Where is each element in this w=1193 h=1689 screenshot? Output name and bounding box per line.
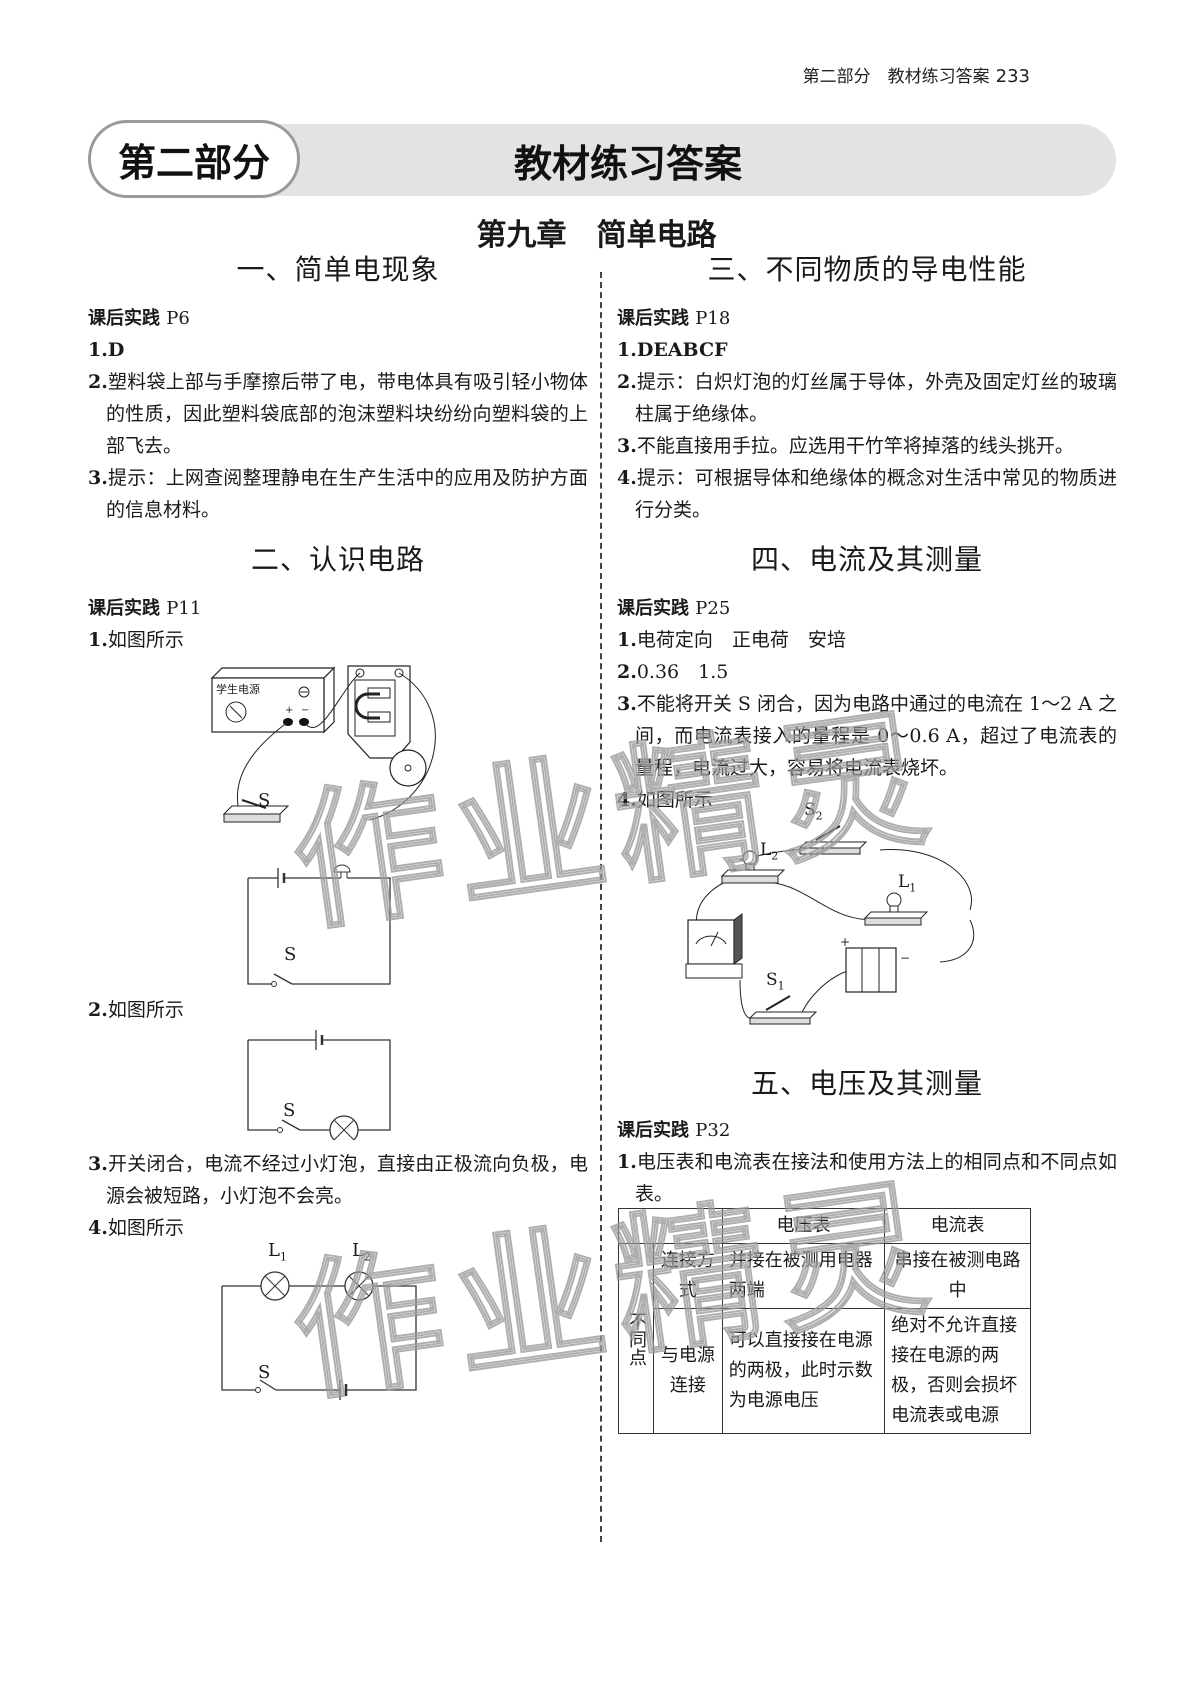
section-2-item-2: 2.如图所示 [88,994,588,1026]
header-ammeter: 电流表 [884,1208,1031,1244]
student-power-supply-icon [210,666,336,734]
section-current-measurement: 四、电流及其测量 [617,538,1117,578]
part-tag: 第二部分 [88,120,300,198]
switch-label: S [258,790,271,811]
table-row: 与电源连接 可以直接接在电源的两极，此时示数为电源电压 绝对不允许直接接在电源的… [619,1308,1031,1434]
section-title: 一、简单电现象 [236,253,440,286]
aspect-cell: 连接方式 [653,1243,723,1309]
ammeter-icon [685,913,743,979]
answer-item: 2.0.36 1.5 [617,661,729,683]
lamp-l1-icon [863,892,929,926]
switch-s1-label: S1 [766,970,785,993]
answer-item: 2.如图所示 [88,999,184,1021]
practice-heading: 课后实践 P32 [617,1120,731,1141]
ammeter-cell: 串接在被测电路中 [884,1243,1031,1309]
chapter-title: 第九章 简单电路 [476,218,717,253]
section-voltage-measurement: 五、电压及其测量 [617,1062,1117,1102]
answer-item: 1.电荷定向 正电荷 安培 [617,629,846,651]
answer-item: 1.D [88,339,125,361]
svg-text:+: + [285,705,293,716]
switch-label: S [284,944,297,965]
knife-switch-icon [222,799,290,823]
switch-s2-icon [798,825,868,855]
practice-heading: 课后实践 P11 [88,598,202,619]
svg-text:−: − [301,705,309,716]
switch-s1-icon [748,995,818,1025]
lamp-l1-label: L1 [898,872,917,895]
answer-item: 3.不能将开关 S 闭合，因为电路中通过的电流在 1～2 A 之间，而电流表接入… [617,693,1117,779]
lamp-l2-label: L2 [760,840,779,863]
banner-title: 教材练习答案 [513,141,742,186]
aspect-cell: 与电源连接 [653,1308,723,1434]
answer-item: 3.开关闭合，电流不经过小灯泡，直接由正极流向负极，电源会被短路，小灯泡不会亮。 [88,1153,588,1207]
switch-label: S [258,1362,271,1383]
table-header-row: 电压表 电流表 [618,1208,1031,1244]
table-corner-cell [618,1208,723,1244]
circuit-diagram-1 [247,864,391,987]
section-1-body: 课后实践 P6 1.D 2.塑料袋上部与手摩擦后带了电，带电体具有吸引轻小物体的… [88,304,588,526]
answer-item: 4.如图所示 [617,789,713,811]
column-divider [600,272,602,1542]
svg-text:学生电源: 学生电源 [216,682,260,696]
section-title: 四、电流及其测量 [750,543,983,576]
switch-s2-label: S2 [804,800,823,823]
answer-item: 2.提示：白炽灯泡的灯丝属于导体，外壳及固定灯丝的玻璃柱属于绝缘体。 [617,371,1117,425]
answer-item: 1.DEABCF [617,339,728,361]
physical-circuit-figure: 学生电源 + − [210,665,436,821]
section-2-heading: 课后实践 P11 1.如图所示 [88,594,588,656]
answer-item: 3.不能直接用手拉。应选用干竹竿将掉落的线头挑开。 [617,435,1074,457]
ammeter-cell: 绝对不允许直接接在电源的两极，否则会损坏电流表或电源 [884,1308,1031,1434]
section-title: 三、不同物质的导电性能 [707,253,1027,286]
lamp-l1-label: L1 [268,1240,287,1264]
table-row: 不同点 连接方式 并接在被测用电器两端 串接在被测电路中 [618,1243,1031,1434]
lamp-l2-label: L2 [352,1240,371,1264]
running-title: 第二部分 教材练习答案 [802,67,990,87]
circuit-diagram-3 [221,1271,417,1400]
practice-heading: 课后实践 P18 [617,308,731,329]
answer-item: 4.如图所示 [88,1217,184,1239]
switch-label: S [283,1100,296,1121]
section-recognize-circuit: 二、认识电路 [88,538,588,578]
lamp-l2-icon [720,850,786,884]
section-simple-electric-phenomena: 一、简单电现象 [88,248,588,288]
header-voltmeter: 电压表 [721,1208,886,1244]
battery-icon [845,947,897,993]
section-conductivity: 三、不同物质的导电性能 [617,248,1117,288]
section-3-body: 课后实践 P18 1.DEABCF 2.提示：白炽灯泡的灯丝属于导体，外壳及固定… [617,304,1117,526]
group-label-cell: 不同点 [618,1243,654,1434]
answer-item: 1.电压表和电流表在接法和使用方法上的相同点和不同点如表。 [617,1151,1117,1205]
svg-text:−: − [900,951,910,965]
answer-item: 4.提示：可根据导体和绝缘体的概念对生活中常见的物质进行分类。 [617,467,1117,521]
voltmeter-cell: 并接在被测用电器两端 [721,1243,886,1309]
answer-item: 3.提示：上网查阅整理静电在生产生活中的应用及防护方面的信息材料。 [88,467,588,521]
ammeter-circuit-figure: + − [685,825,975,1025]
svg-text:+: + [840,935,850,949]
section-2-items-3-4: 3.开关闭合，电流不经过小灯泡，直接由正极流向负极，电源会被短路，小灯泡不会亮。… [88,1148,588,1244]
section-5-body: 课后实践 P32 1.电压表和电流表在接法和使用方法上的相同点和不同点如表。 [617,1116,1117,1210]
voltmeter-cell: 可以直接接在电源的两极，此时示数为电源电压 [721,1308,886,1434]
section-4-body: 课后实践 P25 1.电荷定向 正电荷 安培 2.0.36 1.5 3.不能将开… [617,594,1117,816]
answer-item: 1.如图所示 [88,629,184,651]
circuit-diagram-2 [247,1030,391,1140]
comparison-table: 电压表 电流表 不同点 连接方式 并接在被测用电器两端 串接在被测电路中 与电源… [618,1208,1031,1434]
page-number: 233 [995,66,1030,87]
practice-heading: 课后实践 P25 [617,598,731,619]
section-title: 五、电压及其测量 [750,1067,983,1100]
practice-heading: 课后实践 P6 [88,308,190,329]
electric-bell-icon [347,665,427,787]
answer-item: 2.塑料袋上部与手摩擦后带了电，带电体具有吸引轻小物体的性质，因此塑料袋底部的泡… [88,371,588,457]
section-title: 二、认识电路 [250,543,425,576]
